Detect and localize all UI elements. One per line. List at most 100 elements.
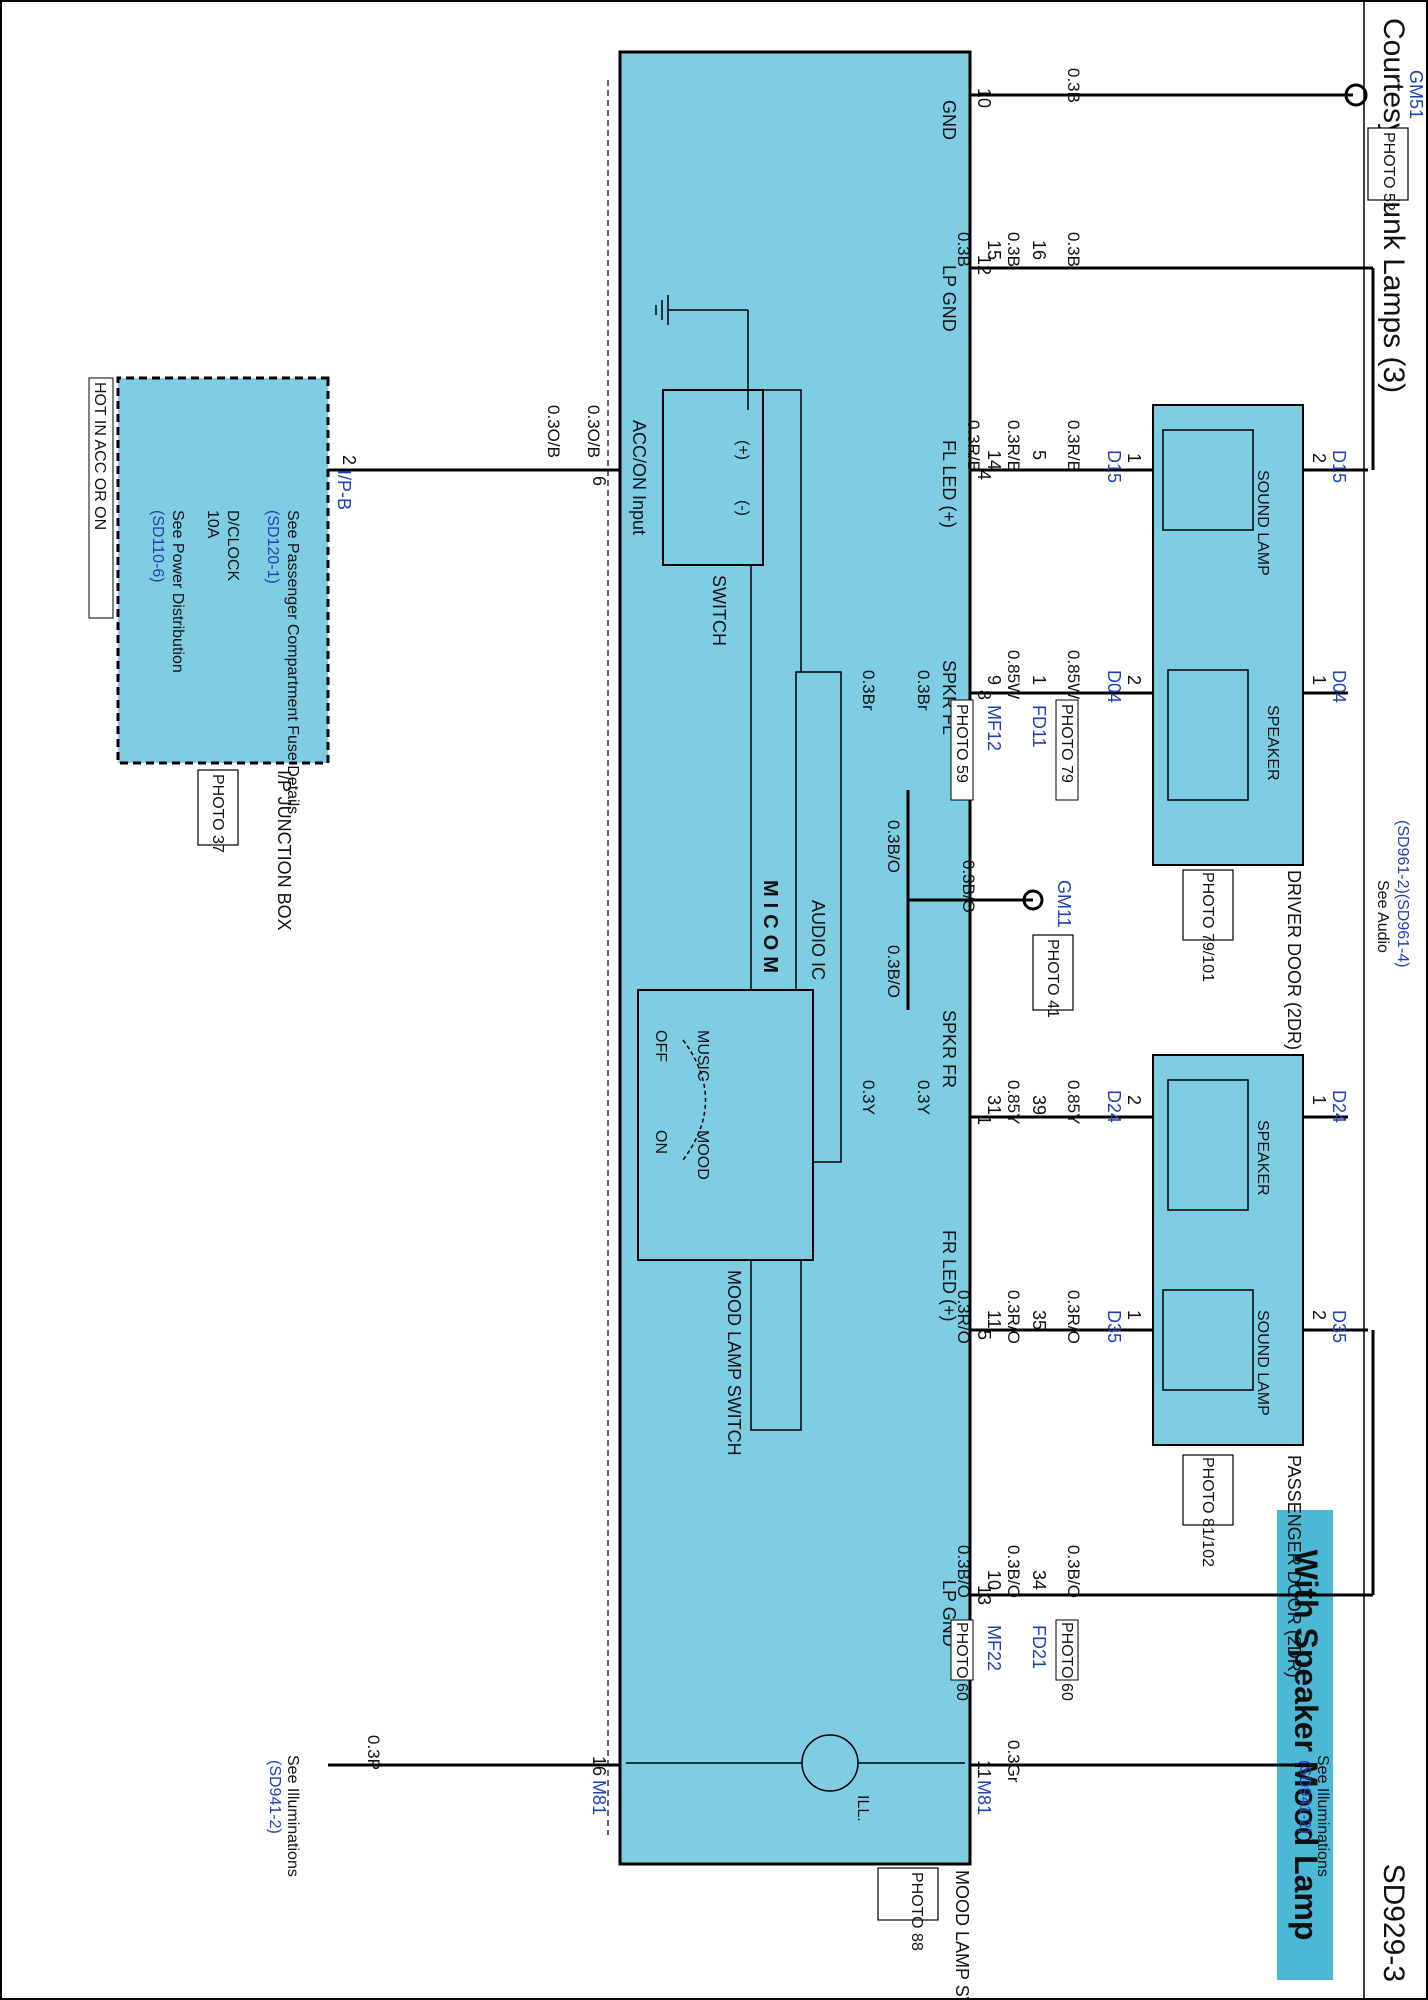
svg-text:PHOTO 79: PHOTO 79	[1058, 704, 1075, 783]
svg-text:See Illuminations: See Illuminations	[284, 1755, 301, 1877]
svg-text:See Illuminations: See Illuminations	[1314, 1755, 1331, 1877]
switch-plus: (+)	[734, 440, 751, 460]
svg-text:PHOTO 41: PHOTO 41	[1044, 939, 1061, 1018]
svg-text:D35: D35	[1104, 1310, 1124, 1343]
svg-text:35: 35	[1029, 1310, 1049, 1330]
ground-gm51-icon	[1344, 83, 1368, 107]
svg-text:2: 2	[1309, 453, 1329, 463]
svg-text:See Audio: See Audio	[1374, 880, 1391, 953]
svg-text:0.3B/O: 0.3B/O	[954, 1545, 973, 1598]
gm51-photo: PHOTO 52	[1380, 132, 1397, 211]
junction-hot-label: HOT IN ACC OR ON	[91, 382, 108, 530]
wire-label-gnd: 0.3B	[1064, 68, 1083, 103]
svg-text:D04: D04	[1104, 670, 1124, 703]
svg-text:0.3B: 0.3B	[1064, 232, 1083, 267]
svg-text:0.3Br: 0.3Br	[859, 670, 878, 711]
svg-text:0.3B/O: 0.3B/O	[1064, 1545, 1083, 1598]
pin-label-spkr-fr: SPKR FR	[939, 1010, 959, 1088]
svg-text:9: 9	[984, 675, 1004, 685]
ground-gm11-icon	[1022, 889, 1044, 911]
svg-text:MF12: MF12	[984, 705, 1004, 751]
banner-box	[1277, 1510, 1333, 1980]
svg-text:See Passenger Compartment Fuse: See Passenger Compartment Fuse Details	[284, 510, 301, 814]
module-photo: PHOTO 88	[908, 1872, 925, 1951]
svg-text:16: 16	[1029, 240, 1049, 260]
junction-box-name: I/P JUNCTION BOX	[274, 770, 294, 931]
svg-text:0.3Y: 0.3Y	[914, 1080, 933, 1115]
svg-text:0.3B/O: 0.3B/O	[959, 860, 978, 913]
svg-text:1: 1	[1309, 675, 1329, 685]
svg-text:D/CLOCK: D/CLOCK	[224, 510, 241, 581]
svg-text:(SD961-2)(SD961-4): (SD961-2)(SD961-4)	[1394, 820, 1411, 968]
svg-text:PHOTO 81/102: PHOTO 81/102	[1199, 1457, 1216, 1567]
svg-text:11: 11	[984, 1310, 1004, 1329]
svg-text:0.3B/O: 0.3B/O	[884, 945, 903, 998]
page-title: Courtesy & Trunk Lamps (3)	[1377, 18, 1410, 393]
driver-door-name: DRIVER DOOR (2DR)	[1284, 870, 1304, 1050]
svg-text:PHOTO 59: PHOTO 59	[953, 704, 970, 783]
svg-text:0.3R/B: 0.3R/B	[1004, 420, 1023, 472]
pin-label-acc: ACC/ON Input	[629, 420, 649, 535]
svg-text:0.3B: 0.3B	[954, 232, 973, 267]
svg-text:PHOTO 79/101: PHOTO 79/101	[1199, 872, 1216, 982]
svg-text:2: 2	[1124, 675, 1144, 685]
pin-label-fr-led: FR LED (+)	[939, 1230, 959, 1322]
svg-text:5: 5	[1029, 450, 1049, 460]
mood-off: OFF	[652, 1030, 669, 1062]
svg-text:D24: D24	[1329, 1090, 1349, 1123]
svg-text:D04: D04	[1329, 670, 1349, 703]
pin-label-gnd: GND	[939, 100, 959, 140]
driver-speaker-icon	[1167, 669, 1249, 801]
svg-text:1: 1	[1124, 453, 1144, 463]
page-code: SD929-3	[1377, 1864, 1410, 1982]
driver-sound-lamp-icon	[1162, 429, 1254, 531]
svg-text:0.85Y: 0.85Y	[1064, 1080, 1083, 1124]
pin-10: 10	[974, 88, 994, 108]
ill-lamp-icon	[801, 1734, 859, 1792]
svg-text:D35: D35	[1329, 1310, 1349, 1343]
svg-text:14: 14	[984, 450, 1004, 470]
acc-switch-box	[662, 389, 764, 566]
pin-4: 4	[974, 470, 994, 480]
gm51-photo-box	[1367, 127, 1409, 201]
svg-text:0.3B/O: 0.3B/O	[1004, 1545, 1023, 1598]
svg-text:0.3Y: 0.3Y	[859, 1080, 878, 1115]
pin-label-lpgnd-1: LP GND	[939, 265, 959, 332]
svg-text:D24: D24	[1104, 1090, 1124, 1123]
mood-switch-label: MOOD LAMP SWITCH	[724, 1270, 744, 1456]
passenger-sound-lamp-icon	[1162, 1289, 1254, 1391]
svg-text:1: 1	[1124, 1310, 1144, 1320]
audio-ic-label: AUDIO IC	[808, 900, 828, 980]
passenger-door-name: PASSENGER DOOR (2DR)	[1284, 1455, 1304, 1678]
acc-switch-label: SWITCH	[709, 575, 729, 646]
switch-minus: (-)	[734, 500, 751, 516]
svg-text:0.85W: 0.85W	[1004, 650, 1023, 699]
svg-text:0.3Br: 0.3Br	[914, 670, 933, 711]
connector-gm51: GM51	[1406, 70, 1426, 119]
svg-text:SPEAKER: SPEAKER	[1264, 705, 1281, 781]
svg-text:GM11: GM11	[1054, 880, 1074, 928]
svg-text:I/P-B: I/P-B	[334, 470, 354, 510]
svg-text:D15: D15	[1329, 450, 1349, 483]
svg-text:See Power Distribution: See Power Distribution	[169, 510, 186, 673]
banner-text: With Speaker Mood Lamp	[1288, 1550, 1324, 1941]
svg-text:1: 1	[1029, 675, 1049, 685]
svg-text:0.3R/B: 0.3R/B	[1064, 420, 1083, 472]
svg-text:(SD110-6): (SD110-6)	[149, 510, 166, 583]
svg-text:0.3P: 0.3P	[364, 1735, 383, 1770]
svg-text:FD11: FD11	[1029, 705, 1049, 748]
pin-12: 12	[974, 255, 994, 275]
svg-text:(SD941-2): (SD941-2)	[1296, 1760, 1313, 1834]
svg-text:39: 39	[1029, 1095, 1049, 1115]
connector-m81-left: M81	[974, 1780, 994, 1815]
svg-text:D15: D15	[1104, 450, 1124, 483]
svg-text:0.3R/O: 0.3R/O	[954, 1290, 973, 1344]
module-photo-box	[877, 1867, 939, 1921]
svg-text:10: 10	[984, 1570, 1004, 1590]
svg-text:0.3R/B: 0.3R/B	[964, 420, 983, 472]
svg-text:2: 2	[339, 455, 359, 465]
svg-text:34: 34	[1029, 1570, 1049, 1590]
pin-8: 8	[974, 690, 994, 700]
